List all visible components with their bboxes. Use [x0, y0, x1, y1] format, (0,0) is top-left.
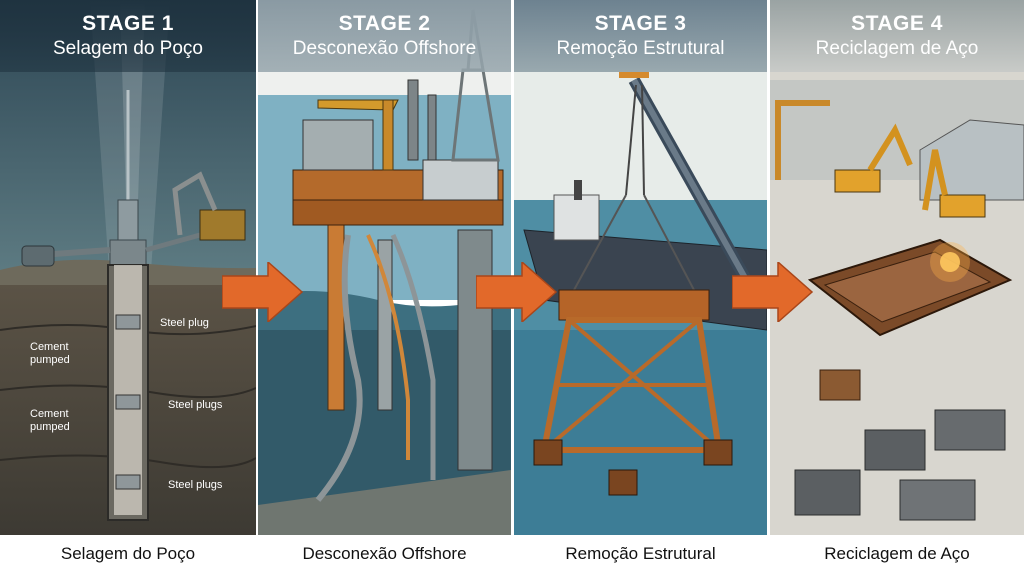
cement-pumped-label-2: Cement pumped	[30, 408, 70, 433]
arrow-icon-2	[476, 262, 558, 322]
stage-2-title: Desconexão Offshore	[292, 38, 477, 59]
stage-4-header: STAGE 4 Reciclagem de Aço	[770, 0, 1024, 72]
steel-recycling-illustration	[770, 0, 1024, 535]
steel-plugs-label-2: Steel plugs	[168, 479, 223, 491]
cement-pumped-label-1: Cement pumped	[30, 341, 70, 366]
stage-1-number: STAGE 1	[82, 12, 174, 35]
steel-plugs-label-1: Steel plugs	[168, 399, 223, 411]
stage-2-caption: Desconexão Offshore	[302, 544, 467, 563]
stage-4-panel: STAGE 4 Reciclagem de Aço	[770, 0, 1024, 535]
stage-2-header: STAGE 2 Desconexão Offshore	[258, 0, 511, 72]
stage-4-caption: Reciclagem de Aço	[824, 544, 970, 563]
stage-1-caption: Selagem do Poço	[60, 544, 196, 563]
stage-3-title: Remoção Estrutural	[556, 38, 725, 59]
stage-2-panel: STAGE 2 Desconexão Offshore	[258, 0, 511, 535]
arrow-icon-3	[732, 262, 814, 322]
stage-3-caption: Remoção Estrutural	[565, 544, 716, 563]
stage-3-header: STAGE 3 Remoção Estrutural	[514, 0, 767, 72]
stage-3-panel: STAGE 3 Remoção Estrutural	[514, 0, 767, 535]
stage-2-number: STAGE 2	[338, 12, 431, 35]
well-sealing-illustration	[0, 0, 256, 535]
stage-1-title: Selagem do Poço	[53, 38, 203, 59]
stage-1-header: STAGE 1 Selagem do Poço	[0, 0, 256, 72]
stage-4-title: Reciclagem de Aço	[815, 38, 979, 59]
steel-plug-label: Steel plug	[160, 317, 209, 329]
stage-4-number: STAGE 4	[851, 12, 943, 35]
offshore-disconnection-illustration	[258, 0, 511, 535]
stage-3-number: STAGE 3	[594, 12, 687, 35]
arrow-icon-1	[222, 262, 304, 322]
structural-removal-illustration	[514, 0, 767, 535]
stage-1-panel: STAGE 1 Selagem do Poço Steel plug Cemen…	[0, 0, 256, 535]
